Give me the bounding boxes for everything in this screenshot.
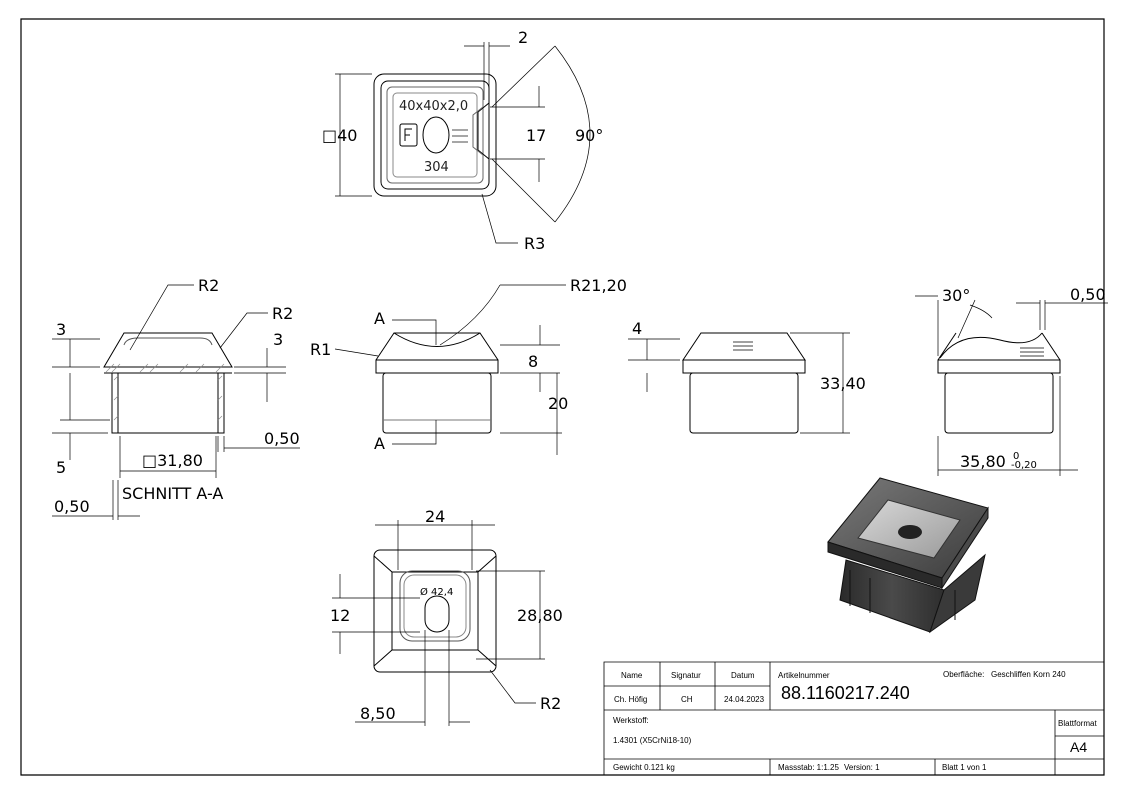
side-view (683, 333, 805, 433)
dim-bottom-phi: Ø 42,4 (420, 586, 453, 598)
dim-bottom-12: 12 (330, 606, 350, 625)
tb-version: Version: 1 (844, 763, 880, 772)
tb-surface-label: Oberfläche: (943, 670, 984, 679)
dim-right-width: 35,80 (960, 452, 1006, 471)
dim-front-r1: R1 (310, 340, 331, 359)
dim-top-radius: R3 (524, 234, 545, 253)
bottom-dimension-lines (332, 520, 545, 726)
tb-signature-label: Signatur (671, 671, 701, 680)
tb-scale: Massstab: 1:1.25 (778, 763, 839, 772)
dim-front-a-bottom: A (374, 434, 385, 453)
dim-sec-r2-left: R2 (198, 276, 219, 295)
tb-date-value: 24.04.2023 (724, 695, 765, 704)
tb-name-value: Ch. Höfig (614, 695, 647, 704)
dim-sec-5: 5 (56, 458, 66, 477)
drawing-border (21, 19, 1104, 775)
top-view-dimension-lines (335, 42, 590, 243)
dim-side-4: 4 (632, 319, 642, 338)
section-dimension-lines (52, 285, 300, 520)
dim-top-gap: 2 (518, 28, 528, 47)
dim-front-a-top: A (374, 309, 385, 328)
section-label: SCHNITT A-A (122, 484, 223, 503)
title-block (604, 662, 1104, 775)
dim-sec-r2-right: R2 (272, 304, 293, 323)
tb-name-label: Name (621, 671, 643, 680)
tb-format-value: A4 (1070, 739, 1087, 755)
bottom-view (374, 550, 496, 672)
dim-right-050: 0,50 (1070, 285, 1106, 304)
dim-side-3340: 33,40 (820, 374, 866, 393)
front-view (376, 333, 498, 433)
tb-article-value: 88.1160217.240 (781, 683, 910, 703)
emboss-grade-text: 304 (424, 160, 449, 175)
dim-right-tol-lower: -0,20 (1011, 460, 1037, 471)
dim-sec-050-left: 0,50 (54, 497, 90, 516)
dim-front-20: 20 (548, 394, 568, 413)
tb-article-label: Artikelnummer (778, 671, 830, 680)
dim-bottom-2880: 28,80 (517, 606, 563, 625)
dim-right-30: 30° (942, 286, 970, 305)
right-dimension-lines (915, 296, 1108, 476)
dim-sec-square: □31,80 (142, 451, 203, 470)
dim-bottom-r2: R2 (540, 694, 561, 713)
tb-surface-value: Geschliffen Korn 240 (991, 670, 1066, 679)
tb-material-value: 1.4301 (X5CrNi18-10) (613, 736, 692, 745)
tb-date-label: Datum (731, 671, 755, 680)
dim-front-8: 8 (528, 352, 538, 371)
dim-sec-050-right: 0,50 (264, 429, 300, 448)
right-view (938, 333, 1060, 433)
front-dimension-lines (335, 285, 566, 455)
dim-bottom-24: 24 (425, 507, 445, 526)
dim-top-slot: 17 (526, 126, 546, 145)
section-view (104, 333, 232, 433)
dim-top-angle: 90° (575, 126, 603, 145)
tb-sheet: Blatt 1 von 1 (942, 763, 987, 772)
isometric-render (828, 478, 988, 632)
dim-sec-3-right: 3 (273, 330, 283, 349)
emboss-size-text: 40x40x2,0 (399, 99, 468, 114)
tb-weight: Gewicht 0.121 kg (613, 763, 675, 772)
top-view (374, 74, 496, 196)
dim-bottom-850: 8,50 (360, 704, 396, 723)
dim-sec-3-left: 3 (56, 320, 66, 339)
tb-signature-value: CH (681, 695, 693, 704)
tb-format-label: Blattformat (1058, 719, 1097, 728)
dim-top-square: □40 (322, 126, 357, 145)
side-dimension-lines (628, 333, 850, 433)
dim-front-r21: R21,20 (570, 276, 627, 295)
tb-material-label: Werkstoff: (613, 716, 649, 725)
dim-right-tol-upper: 0 (1013, 451, 1019, 462)
